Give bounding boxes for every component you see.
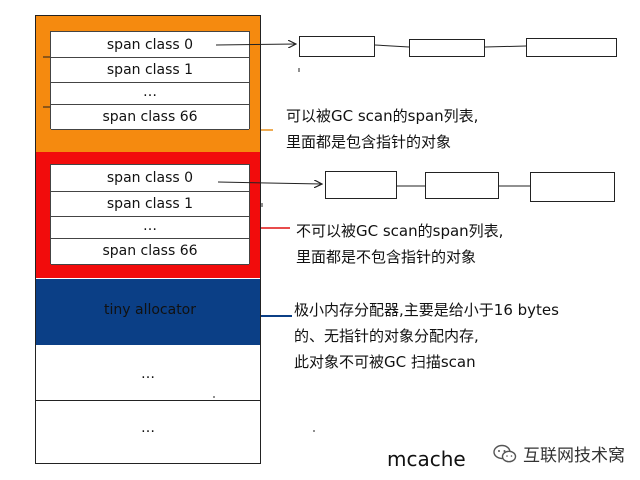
mcache-frame xyxy=(35,15,261,464)
watermark-text: 互联网技术窝 xyxy=(523,446,625,466)
note-line: 此对象不可被GC 扫描scan xyxy=(294,353,476,371)
empty-slot xyxy=(36,345,260,401)
span-label: span class 1 xyxy=(106,62,194,78)
watermark: 互联网技术窝 xyxy=(493,441,625,466)
noscan-span-note: 不可以被GC scan的span列表, 里面都是不包含指针的对象 xyxy=(296,218,503,270)
note-line: 可以被GC scan的span列表, xyxy=(286,107,479,125)
noscan-span-list: span class 0 span class 1 … span class 6… xyxy=(50,164,250,265)
span-row: span class 66 xyxy=(51,239,249,265)
span-pointer-arrow xyxy=(217,182,322,184)
scan-span-note: 可以被GC scan的span列表, 里面都是包含指针的对象 xyxy=(286,103,478,155)
empty-slot-label: … xyxy=(141,366,155,382)
wechat-icon xyxy=(493,444,517,462)
span-row: span class 0 xyxy=(51,165,249,192)
span-pointer-arrow xyxy=(215,44,296,45)
span-row: span class 1 xyxy=(51,58,249,83)
note-line: 的、无指针的对象分配内存, xyxy=(294,327,479,345)
span-node xyxy=(425,172,499,199)
span-node xyxy=(325,171,397,199)
note-line: 不可以被GC scan的span列表, xyxy=(296,222,504,240)
empty-slot-label: … xyxy=(141,420,155,436)
span-row: span class 66 xyxy=(51,105,249,130)
span-label: span class 66 xyxy=(102,109,198,125)
chain-link xyxy=(484,45,527,48)
span-row: … xyxy=(51,217,249,239)
span-node xyxy=(409,39,485,57)
span-row: … xyxy=(51,83,249,105)
chain-link xyxy=(374,44,410,48)
span-node xyxy=(299,36,375,57)
span-row: span class 1 xyxy=(51,192,249,217)
span-label: span class 1 xyxy=(106,196,194,212)
note-line: 极小内存分配器,主要是给小于16 bytes xyxy=(294,301,559,319)
tiny-allocator-label: tiny allocator xyxy=(104,302,196,318)
span-node xyxy=(526,38,617,57)
note-line: 里面都是包含指针的对象 xyxy=(286,133,452,151)
tiny-allocator-section xyxy=(36,279,260,345)
span-row: span class 0 xyxy=(51,32,249,58)
tiny-allocator-note: 极小内存分配器,主要是给小于16 bytes 的、无指针的对象分配内存, 此对象… xyxy=(294,297,559,375)
note-line: 里面都是不包含指针的对象 xyxy=(296,248,477,266)
span-node xyxy=(530,172,615,202)
span-label: span class 0 xyxy=(106,170,194,186)
scan-span-list: span class 0 span class 1 … span class 6… xyxy=(50,31,250,130)
span-label: … xyxy=(143,84,157,100)
diagram-title: mcache xyxy=(387,447,466,471)
span-label: … xyxy=(143,218,157,234)
span-label: span class 0 xyxy=(106,37,194,53)
span-label: span class 66 xyxy=(102,243,198,259)
